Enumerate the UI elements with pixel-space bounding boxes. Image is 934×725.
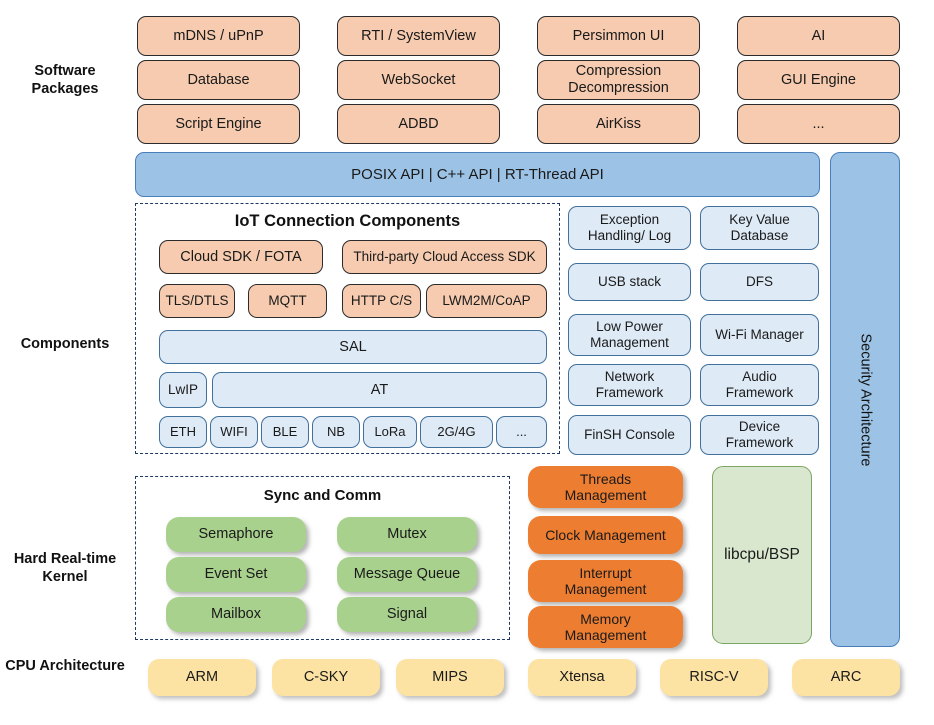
kernel-signal[interactable]: Signal — [337, 597, 477, 632]
cpu-xtensa[interactable]: Xtensa — [528, 659, 636, 696]
component-wifi-manager[interactable]: Wi-Fi Manager — [700, 314, 819, 356]
package-airkiss[interactable]: AirKiss — [537, 104, 700, 144]
package-script-engine[interactable]: Script Engine — [137, 104, 300, 144]
kernel-threads-management[interactable]: Threads Management — [528, 466, 683, 508]
cpu-arc[interactable]: ARC — [792, 659, 900, 696]
iot-lwm2m-coap[interactable]: LWM2M/CoAP — [426, 284, 547, 318]
iot-mqtt[interactable]: MQTT — [248, 284, 327, 318]
package-mdns-upnp[interactable]: mDNS / uPnP — [137, 16, 300, 56]
iot-link-more[interactable]: ... — [496, 416, 547, 448]
iot-third-party-cloud-access-sdk[interactable]: Third-party Cloud Access SDK — [342, 240, 547, 274]
iot-sal[interactable]: SAL — [159, 330, 547, 364]
kernel-clock-management[interactable]: Clock Management — [528, 516, 683, 554]
security-architecture-bar[interactable]: Security Architecture — [830, 152, 900, 647]
component-exception-handling-log[interactable]: Exception Handling/ Log — [568, 206, 691, 250]
sync-and-comm-title: Sync and Comm — [263, 487, 382, 504]
iot-connection-title: IoT Connection Components — [234, 212, 461, 230]
package-websocket[interactable]: WebSocket — [337, 60, 500, 100]
component-network-framework[interactable]: Network Framework — [568, 364, 691, 406]
iot-connection-group — [135, 203, 560, 454]
iot-link-ble[interactable]: BLE — [261, 416, 309, 448]
component-finsh-console[interactable]: FinSH Console — [568, 415, 691, 455]
iot-cloud-sdk-fota[interactable]: Cloud SDK / FOTA — [159, 240, 323, 274]
package-more[interactable]: ... — [737, 104, 900, 144]
cpu-mips[interactable]: MIPS — [396, 659, 504, 696]
iot-at[interactable]: AT — [212, 372, 547, 408]
package-database[interactable]: Database — [137, 60, 300, 100]
component-key-value-database[interactable]: Key Value Database — [700, 206, 819, 250]
section-label-cpu: CPU Architecture — [5, 658, 125, 674]
iot-tls-dtls[interactable]: TLS/DTLS — [159, 284, 235, 318]
package-persimmon-ui[interactable]: Persimmon UI — [537, 16, 700, 56]
package-ai[interactable]: AI — [737, 16, 900, 56]
section-label-kernel: Hard Real-time Kernel — [13, 551, 117, 586]
kernel-memory-management[interactable]: Memory Management — [528, 606, 683, 648]
package-gui-engine[interactable]: GUI Engine — [737, 60, 900, 100]
iot-http-cs[interactable]: HTTP C/S — [342, 284, 421, 318]
component-low-power-management[interactable]: Low Power Management — [568, 314, 691, 356]
security-architecture-label: Security Architecture — [857, 333, 874, 466]
kernel-message-queue[interactable]: Message Queue — [337, 557, 477, 592]
iot-link-lora[interactable]: LoRa — [363, 416, 417, 448]
iot-lwip[interactable]: LwIP — [159, 372, 207, 408]
kernel-event-set[interactable]: Event Set — [166, 557, 306, 592]
sync-and-comm-group — [135, 476, 510, 640]
section-label-components: Components — [20, 336, 110, 352]
kernel-mutex[interactable]: Mutex — [337, 517, 477, 552]
package-adbd[interactable]: ADBD — [337, 104, 500, 144]
component-device-framework[interactable]: Device Framework — [700, 415, 819, 455]
component-audio-framework[interactable]: Audio Framework — [700, 364, 819, 406]
api-bar[interactable]: POSIX API | C++ API | RT-Thread API — [135, 152, 820, 197]
package-rti-systemview[interactable]: RTI / SystemView — [337, 16, 500, 56]
cpu-risc-v[interactable]: RISC-V — [660, 659, 768, 696]
iot-link-2g-4g[interactable]: 2G/4G — [420, 416, 493, 448]
kernel-interrupt-management[interactable]: Interrupt Management — [528, 560, 683, 602]
iot-link-eth[interactable]: ETH — [159, 416, 207, 448]
component-dfs[interactable]: DFS — [700, 263, 819, 301]
kernel-semaphore[interactable]: Semaphore — [166, 517, 306, 552]
kernel-mailbox[interactable]: Mailbox — [166, 597, 306, 632]
libcpu-bsp[interactable]: libcpu/BSP — [712, 466, 812, 644]
iot-link-wifi[interactable]: WIFI — [210, 416, 258, 448]
iot-link-nb[interactable]: NB — [312, 416, 360, 448]
section-label-software-packages: Software Packages — [31, 63, 99, 98]
package-compression-decompression[interactable]: Compression Decompression — [537, 60, 700, 100]
component-usb-stack[interactable]: USB stack — [568, 263, 691, 301]
cpu-c-sky[interactable]: C-SKY — [272, 659, 380, 696]
cpu-arm[interactable]: ARM — [148, 659, 256, 696]
